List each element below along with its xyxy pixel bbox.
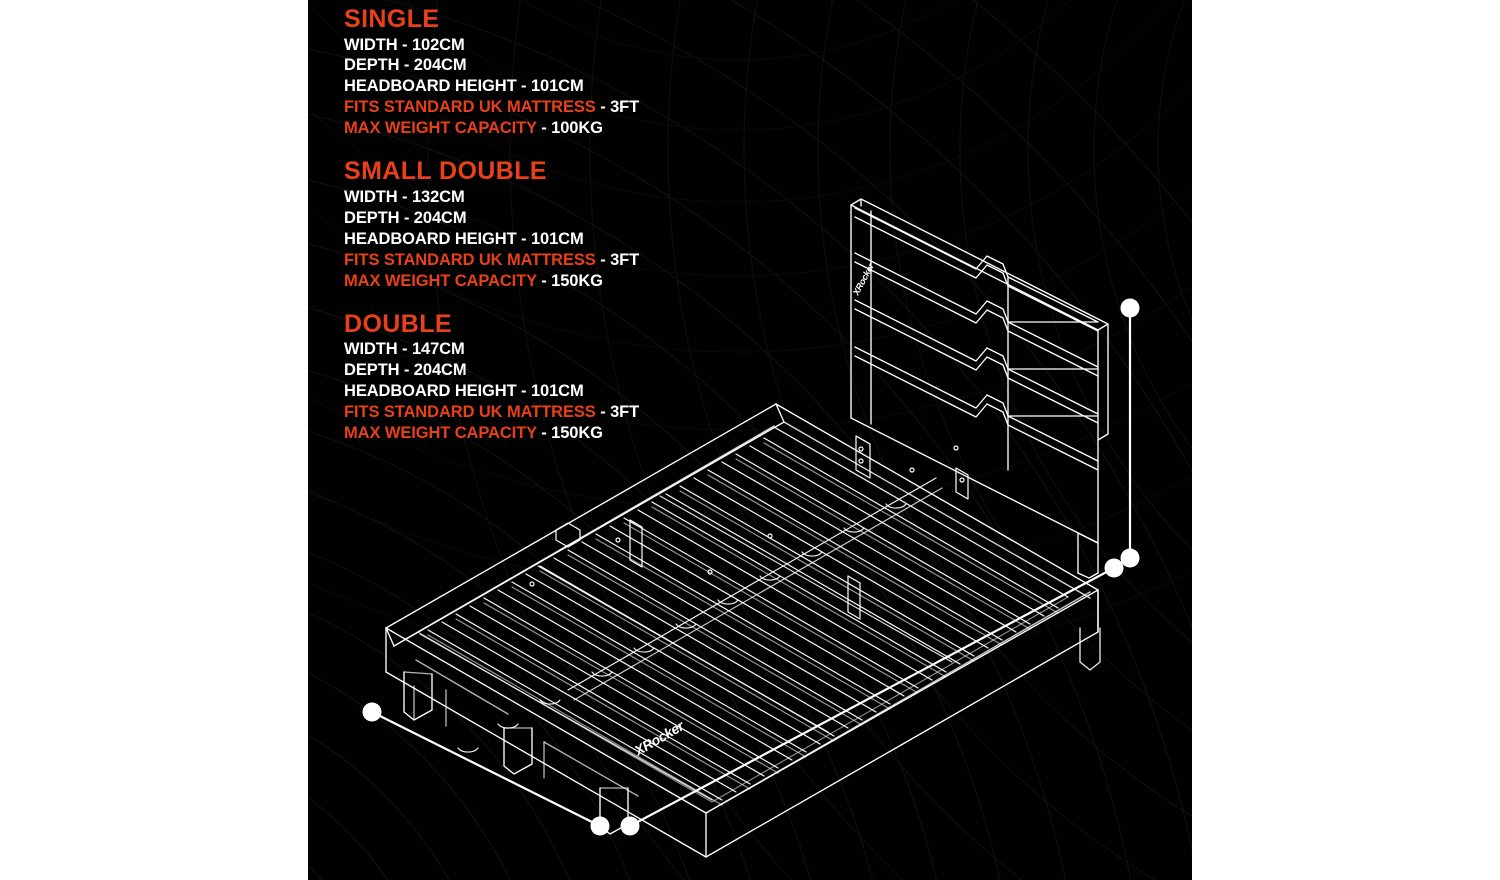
spec-label: FITS STANDARD UK MATTRESS bbox=[344, 98, 596, 117]
spec-label: HEADBOARD HEIGHT bbox=[344, 77, 517, 96]
spec-value: 102CM bbox=[411, 35, 465, 54]
svg-text:XRocker: XRocker bbox=[631, 717, 688, 759]
spec-group-single: SINGLE WIDTH - 102CM DEPTH - 204CM HEADB… bbox=[344, 4, 764, 139]
right-margin bbox=[1192, 0, 1500, 880]
spec-label: DEPTH bbox=[344, 208, 400, 227]
spec-separator: - bbox=[399, 208, 414, 227]
spec-label: HEADBOARD HEIGHT bbox=[344, 381, 517, 400]
frame-hardware bbox=[529, 435, 969, 620]
spec-value: 100KG bbox=[551, 119, 603, 138]
spec-separator: - bbox=[516, 77, 531, 96]
spec-value: 204CM bbox=[413, 208, 467, 227]
spec-line: FITS STANDARD UK MATTRESS - 3FT bbox=[344, 97, 764, 118]
spec-line: WIDTH - 102CM bbox=[344, 35, 764, 56]
spec-label: FITS STANDARD UK MATTRESS bbox=[344, 402, 596, 421]
spec-separator: - bbox=[516, 381, 531, 400]
spec-separator: - bbox=[536, 423, 552, 442]
spec-value: 3FT bbox=[610, 250, 640, 269]
spec-group-small-double: SMALL DOUBLE WIDTH - 132CM DEPTH - 204CM… bbox=[344, 156, 764, 291]
bed-legs bbox=[403, 627, 1101, 835]
bed-depth-line bbox=[628, 566, 1116, 828]
spec-line: MAX WEIGHT CAPACITY - 100KG bbox=[344, 118, 764, 139]
spec-label: MAX WEIGHT CAPACITY bbox=[344, 119, 537, 138]
spec-separator: - bbox=[595, 250, 611, 269]
spec-label: DEPTH bbox=[344, 56, 400, 75]
spec-separator: - bbox=[399, 360, 414, 379]
spec-value: 132CM bbox=[411, 187, 465, 206]
endpoint-dot bbox=[1120, 548, 1140, 568]
spec-separator: - bbox=[516, 229, 531, 248]
endpoint-dot bbox=[620, 816, 640, 836]
spec-group-title: SINGLE bbox=[344, 5, 440, 33]
spec-value: 101CM bbox=[530, 229, 584, 248]
spec-separator: - bbox=[397, 35, 412, 54]
spec-line: MAX WEIGHT CAPACITY - 150KG bbox=[344, 423, 764, 444]
spec-value: 204CM bbox=[413, 56, 467, 75]
spec-value: 150KG bbox=[551, 423, 603, 442]
spec-line: DEPTH - 204CM bbox=[344, 360, 764, 381]
spec-group-title: SMALL DOUBLE bbox=[344, 157, 547, 186]
endpoint-dot bbox=[1104, 558, 1124, 578]
spec-value: 204CM bbox=[413, 360, 467, 379]
footer-brand-logo: XRocker bbox=[631, 717, 688, 759]
endpoint-dot bbox=[590, 816, 610, 836]
headboard bbox=[850, 198, 1109, 579]
spec-separator: - bbox=[595, 402, 611, 421]
dimension-lines bbox=[370, 306, 1132, 828]
spec-line: DEPTH - 204CM bbox=[344, 55, 764, 76]
product-canvas: XRocker bbox=[308, 0, 1192, 880]
spec-separator: - bbox=[397, 187, 412, 206]
spec-separator: - bbox=[595, 98, 611, 117]
spec-line: HEADBOARD HEIGHT - 101CM bbox=[344, 381, 764, 402]
bed-width-line bbox=[370, 710, 602, 828]
left-margin bbox=[0, 0, 308, 880]
spec-label: WIDTH bbox=[344, 340, 398, 359]
spec-label: WIDTH bbox=[344, 187, 398, 206]
spec-group-title: DOUBLE bbox=[344, 309, 452, 338]
slat-base bbox=[417, 426, 1069, 806]
spec-value: 147CM bbox=[411, 340, 465, 359]
spec-line: MAX WEIGHT CAPACITY - 150KG bbox=[344, 271, 764, 292]
spec-separator: - bbox=[397, 340, 412, 359]
specification-list: SINGLE WIDTH - 102CM DEPTH - 204CM HEADB… bbox=[344, 4, 764, 461]
spec-label: MAX WEIGHT CAPACITY bbox=[344, 271, 537, 290]
spec-label: DEPTH bbox=[344, 360, 400, 379]
spec-label: HEADBOARD HEIGHT bbox=[344, 229, 517, 248]
dimension-endpoints bbox=[362, 298, 1140, 836]
endpoint-dot bbox=[362, 702, 382, 722]
spec-value: 3FT bbox=[610, 402, 640, 421]
spec-separator: - bbox=[536, 119, 552, 138]
spec-line: HEADBOARD HEIGHT - 101CM bbox=[344, 229, 764, 250]
spec-line: HEADBOARD HEIGHT - 101CM bbox=[344, 76, 764, 97]
spec-value: 150KG bbox=[551, 271, 603, 290]
spec-separator: - bbox=[536, 271, 552, 290]
spec-value: 101CM bbox=[530, 77, 584, 96]
bed-frame bbox=[385, 403, 1101, 858]
spec-line: WIDTH - 132CM bbox=[344, 187, 764, 208]
spec-label: WIDTH bbox=[344, 35, 398, 54]
spec-line: FITS STANDARD UK MATTRESS - 3FT bbox=[344, 250, 764, 271]
spec-label: FITS STANDARD UK MATTRESS bbox=[344, 250, 596, 269]
spec-line: WIDTH - 147CM bbox=[344, 339, 764, 360]
spec-label: MAX WEIGHT CAPACITY bbox=[344, 423, 537, 442]
spec-line: FITS STANDARD UK MATTRESS - 3FT bbox=[344, 402, 764, 423]
spec-line: DEPTH - 204CM bbox=[344, 208, 764, 229]
spec-value: 3FT bbox=[610, 98, 640, 117]
endpoint-dot bbox=[1120, 298, 1140, 318]
spec-value: 101CM bbox=[530, 381, 584, 400]
spec-separator: - bbox=[399, 56, 414, 75]
spec-group-double: DOUBLE WIDTH - 147CM DEPTH - 204CM HEADB… bbox=[344, 309, 764, 444]
bed-wireframe-diagram: XRocker bbox=[362, 198, 1140, 858]
